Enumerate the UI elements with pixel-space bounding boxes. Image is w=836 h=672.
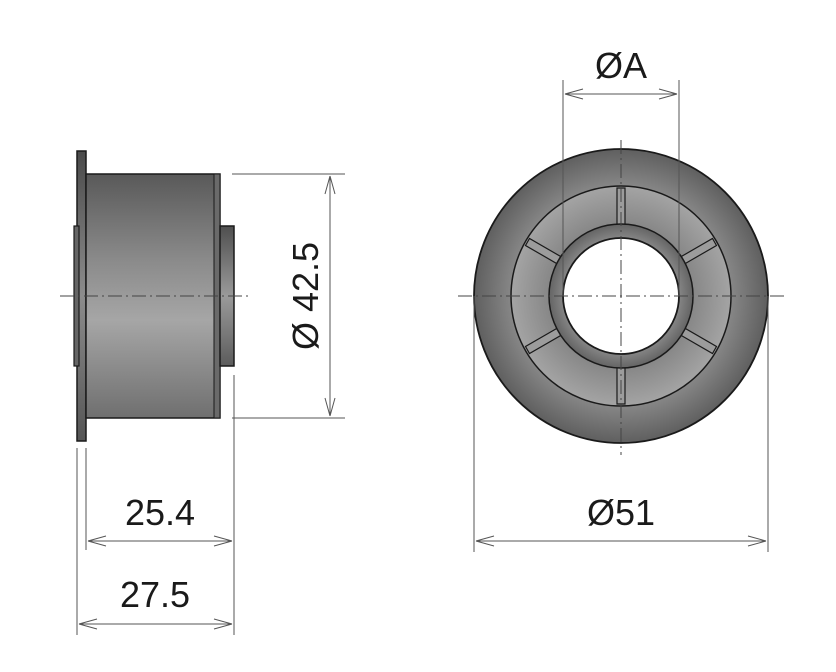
dim-side-diameter: Ø 42.5 bbox=[285, 242, 326, 350]
front-view bbox=[458, 140, 786, 455]
dim-length-total: 27.5 bbox=[120, 574, 190, 615]
dim-length-inner: 25.4 bbox=[125, 492, 195, 533]
front-dimensions bbox=[473, 80, 769, 552]
dim-outer-diameter: Ø51 bbox=[587, 492, 655, 533]
side-view bbox=[60, 150, 250, 442]
side-dimensions bbox=[76, 173, 345, 635]
dim-bore-diameter: ØA bbox=[595, 45, 647, 86]
